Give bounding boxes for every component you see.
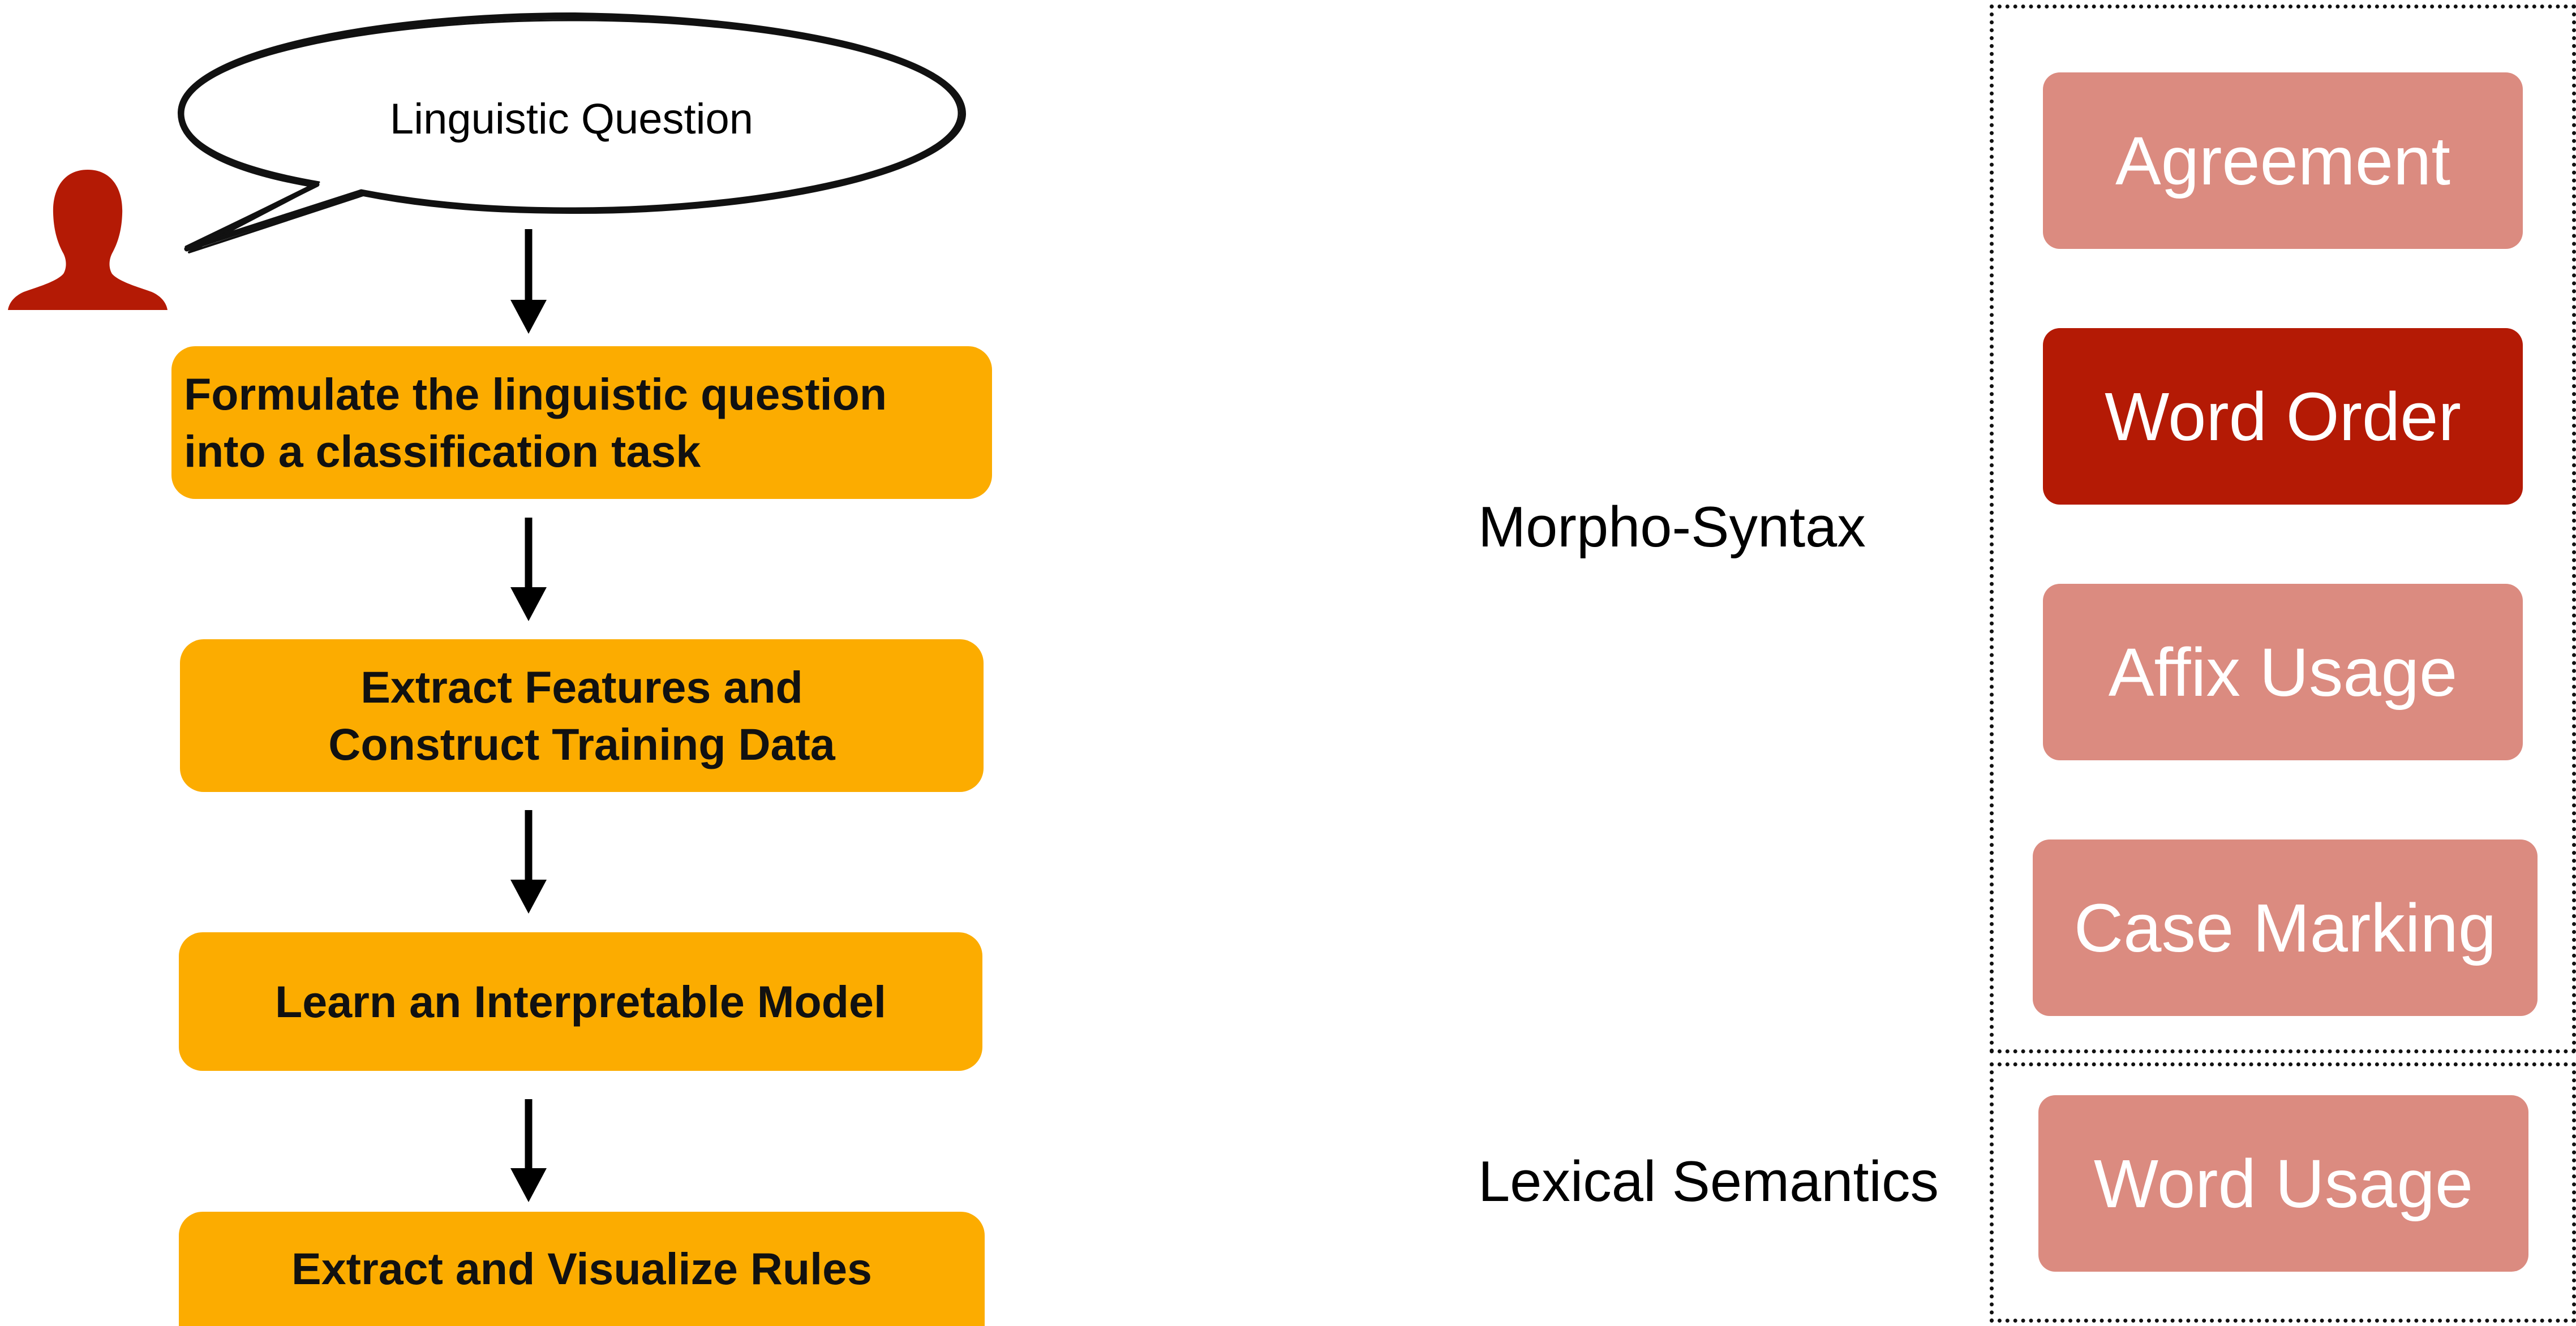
step-1-line-2: into a classification task [184,426,701,476]
chip-affix-usage: Affix Usage [2043,584,2523,760]
arrow-down-4 [510,1099,547,1202]
arrow-down-1 [510,229,547,334]
step-formulate-question: Formulate the linguistic question into a… [171,346,992,499]
step-2-line-1: Extract Features and [360,661,803,712]
step-3-line-1: Learn an Interpretable Model [275,976,886,1027]
speech-bubble [177,12,967,253]
chip-agreement: Agreement [2043,72,2523,249]
lexical-semantics-label: Lexical Semantics [1478,1150,1939,1213]
chip-case-marking: Case Marking [2033,839,2538,1016]
flow-arrows [510,229,547,1202]
lexical-semantics-group [1990,1062,2576,1323]
step-extract-features: Extract Features and Construct Training … [180,639,984,792]
person-silhouette-icon [8,170,168,310]
arrow-down-2 [510,518,547,621]
step-learn-model: Learn an Interpretable Model [179,932,982,1071]
morpho-syntax-group [1990,5,2576,1053]
chip-word-usage: Word Usage [2038,1095,2528,1272]
morpho-syntax-label: Morpho-Syntax [1478,496,1866,559]
step-extract-rules: Extract and Visualize Rules [179,1212,985,1326]
chip-word-order: Word Order [2043,328,2523,505]
arrow-down-3 [510,810,547,914]
step-2-line-2: Construct Training Data [328,719,835,769]
bubble-label: Linguistic Question [389,94,754,143]
step-4-line-1: Extract and Visualize Rules [291,1243,872,1294]
step-1-line-1: Formulate the linguistic question [184,368,887,419]
